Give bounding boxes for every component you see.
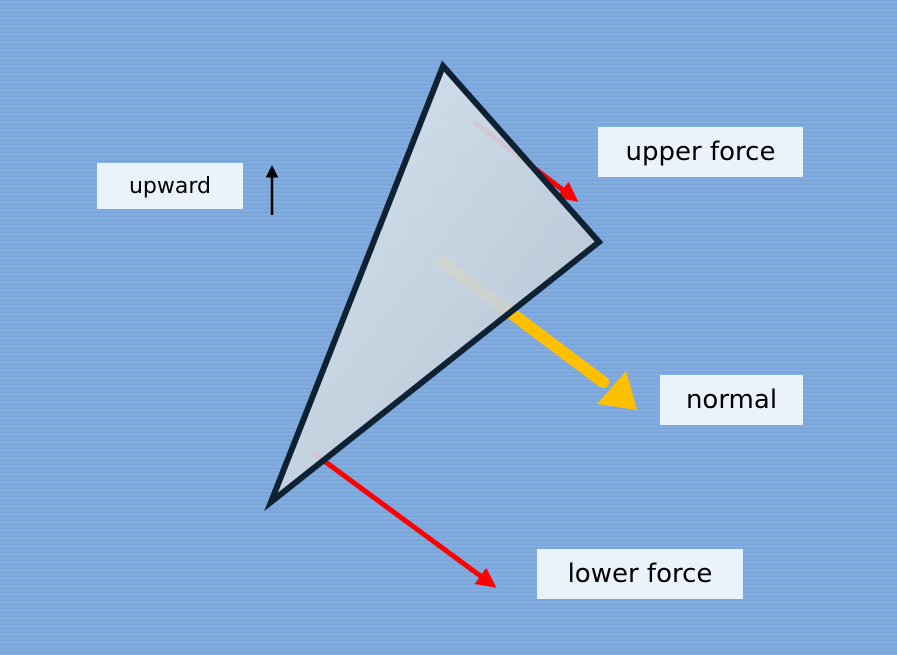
lower-force-label: lower force [537, 549, 743, 599]
lower-force-arrow [310, 449, 497, 588]
upper-force-label: upper force [598, 127, 803, 177]
normal-label: normal [660, 375, 803, 425]
wing-triangle [264, 60, 604, 512]
upward-label: upward [97, 163, 243, 209]
